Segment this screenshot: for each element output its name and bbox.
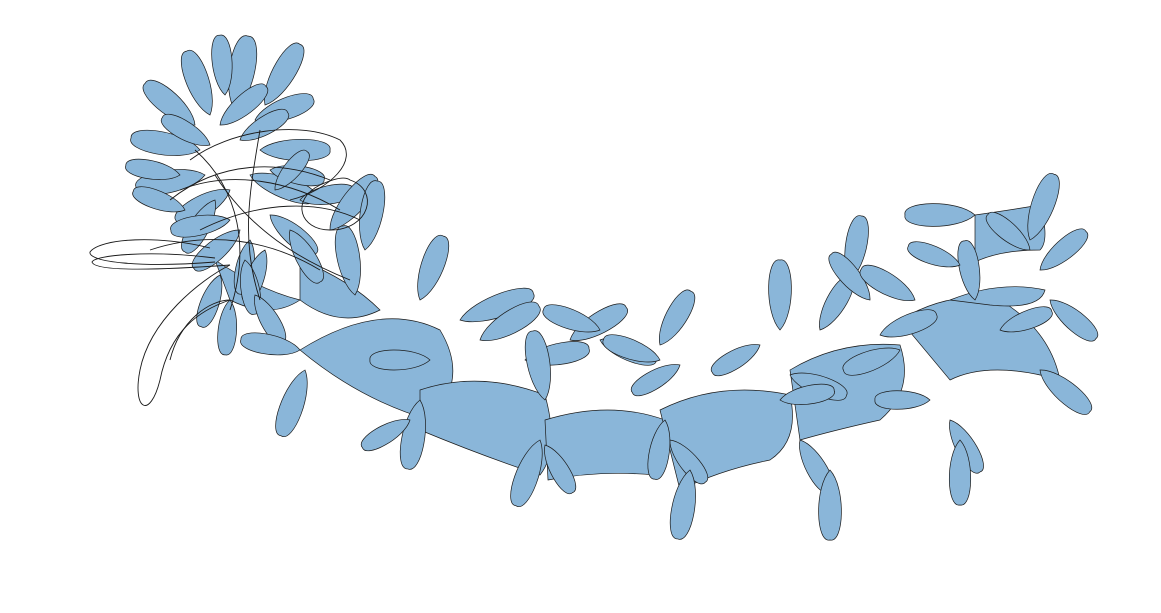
- petal-lobe-41: [479, 301, 541, 341]
- loose-loop-3: [89, 239, 216, 265]
- petal-lobe-25: [125, 158, 181, 180]
- petal-lobe-7: [219, 83, 269, 126]
- petal-lobe-45: [544, 444, 577, 495]
- petal-lobe-29: [217, 299, 237, 356]
- loose-loops-layer: [89, 129, 368, 406]
- petal-lobe-9: [259, 138, 331, 162]
- petal-lobe-3: [180, 49, 213, 116]
- petal-lobe-31: [329, 173, 379, 231]
- petal-lobe-55: [768, 259, 792, 331]
- loose-loop-4: [169, 299, 231, 361]
- loose-loop-1: [91, 253, 231, 270]
- petal-lobe-26: [132, 186, 186, 213]
- webbing-layer: [214, 204, 1061, 491]
- petal-lobe-34: [240, 332, 301, 356]
- loose-loop-6: [189, 129, 347, 201]
- petal-lobe-36: [417, 234, 450, 301]
- petal-lobe-40: [360, 419, 411, 452]
- petal-lobe-43: [524, 330, 551, 401]
- petal-lobe-28: [196, 274, 223, 328]
- petal-lobe-38: [369, 349, 431, 371]
- petal-lobe-44: [510, 439, 543, 507]
- loose-loop-5: [301, 177, 368, 231]
- crossing-outline-4: [194, 149, 241, 311]
- petal-lobe-64: [879, 309, 938, 338]
- petal-lobe-73: [1039, 228, 1089, 271]
- crossing-outline-6: [179, 179, 341, 211]
- crossing-outlines-layer: [149, 129, 361, 311]
- petal-lobe-53: [669, 469, 696, 540]
- petal-lobe-24: [274, 149, 310, 191]
- petal-lobe-77: [904, 203, 976, 227]
- petal-lobe-32: [359, 180, 386, 251]
- petal-lobe-72: [985, 212, 1031, 251]
- petal-lobe-33: [334, 225, 361, 296]
- petal-lobe-74: [1049, 299, 1099, 342]
- petal-lobe-67: [874, 390, 931, 410]
- petal-lobe-50: [602, 334, 661, 363]
- petal-lobe-17: [170, 214, 231, 238]
- crossing-outline-2: [199, 205, 361, 231]
- petal-lobe-69: [948, 439, 972, 506]
- petal-lobe-52: [669, 439, 708, 485]
- petal-lobe-48: [542, 304, 601, 333]
- petal-lobes-layer: [125, 34, 1099, 541]
- petal-lobe-35: [275, 369, 308, 437]
- webbing-band-4: [659, 389, 793, 491]
- petal-lobe-78: [907, 241, 961, 268]
- webbing-band-1: [299, 318, 454, 421]
- petal-lobe-71: [1027, 173, 1060, 241]
- petal-lobe-49: [658, 289, 696, 346]
- crossing-outline-7: [214, 174, 351, 281]
- petal-lobe-66: [859, 264, 916, 302]
- petal-lobe-58: [779, 383, 835, 405]
- petal-lobe-2: [264, 42, 305, 106]
- petal-lobe-37: [459, 287, 535, 323]
- petal-lobe-65: [842, 347, 901, 376]
- crossing-outline-5: [248, 129, 261, 301]
- petal-lobe-14: [239, 108, 290, 141]
- petal-lobe-70: [957, 240, 981, 301]
- petal-lobe-76: [999, 306, 1053, 333]
- petal-lobe-54: [630, 364, 681, 397]
- petal-lobe-11: [174, 188, 231, 226]
- webbing-band-8: [949, 286, 1046, 307]
- petal-lobe-75: [1039, 369, 1093, 415]
- petal-lobe-56: [710, 344, 761, 377]
- crossing-outline-3: [149, 239, 321, 271]
- petal-lobe-60: [818, 469, 842, 541]
- petal-lobe-68: [949, 419, 984, 474]
- petal-lobe-15: [160, 113, 211, 146]
- crossing-outline-1: [169, 166, 331, 201]
- petal-lobe-13: [211, 34, 233, 96]
